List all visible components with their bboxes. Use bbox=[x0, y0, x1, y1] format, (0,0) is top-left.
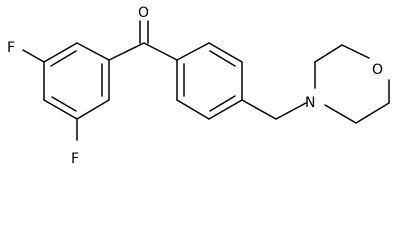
phenyl-ring bbox=[176, 42, 243, 120]
fluorine-atom-label: F bbox=[71, 151, 79, 167]
bond bbox=[355, 102, 390, 124]
bond-ring-carbonyl bbox=[108, 42, 145, 61]
bond-ring-ch2 bbox=[241, 99, 277, 120]
morpholine-ring bbox=[314, 44, 390, 124]
bond bbox=[176, 99, 210, 120]
nitrogen-atom-label: N bbox=[305, 95, 315, 111]
bond bbox=[176, 42, 210, 61]
bond-carbonyl-ring bbox=[143, 42, 178, 61]
bond-ch2-n bbox=[275, 102, 307, 120]
bond bbox=[208, 42, 243, 63]
bond bbox=[43, 99, 78, 120]
bond bbox=[324, 104, 357, 124]
bond bbox=[76, 99, 110, 120]
bond bbox=[43, 42, 78, 63]
oxygen-atom-label: O bbox=[138, 5, 149, 21]
bond bbox=[76, 42, 110, 61]
chemical-structure-diagram: F F O N O bbox=[7, 5, 390, 167]
oxygen-atom-label: O bbox=[372, 62, 383, 78]
bond bbox=[208, 99, 243, 120]
aromatic-double-bond bbox=[209, 50, 236, 67]
bond bbox=[314, 44, 343, 63]
aromatic-double-bond bbox=[50, 50, 77, 67]
bond bbox=[341, 44, 370, 59]
fluorine-atom-label: F bbox=[7, 40, 15, 56]
aromatic-double-bond bbox=[209, 95, 236, 112]
difluorophenyl-ring bbox=[43, 42, 110, 120]
aromatic-double-bond bbox=[51, 96, 77, 112]
bond-c-f-top bbox=[22, 49, 45, 63]
